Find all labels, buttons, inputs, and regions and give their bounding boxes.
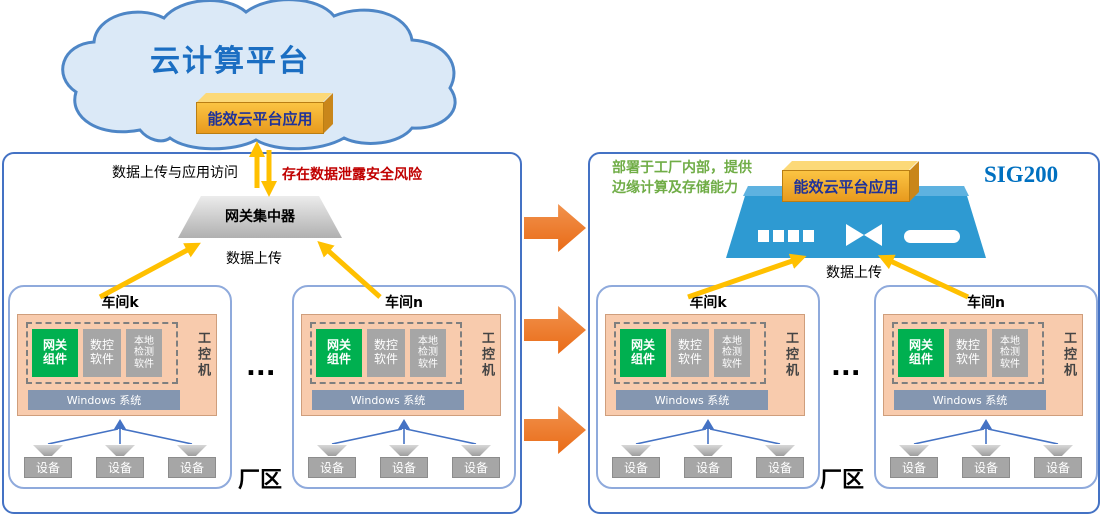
- sig200-model-label: SIG200: [984, 162, 1059, 187]
- cube-side-face: [910, 161, 919, 201]
- device-funnel-icon: [621, 445, 651, 456]
- device-funnel-icon: [389, 445, 419, 456]
- cube-side-face: [324, 93, 333, 133]
- device-box: 设备: [308, 457, 356, 478]
- edge-deployment-note: 部署于工厂内部，提供 边缘计算及存储能力: [612, 158, 752, 199]
- device-box: 设备: [24, 457, 72, 478]
- device-box: 设备: [684, 457, 732, 478]
- windows-os-bar: Windows 系统: [616, 390, 768, 410]
- workshop-card-right-n: 车间n 网关 组件 数控 软件 本地 检测 软件 工控机 Windows 系统 …: [874, 285, 1098, 489]
- industrial-pc-box: 网关 组件 数控 软件 本地 检测 软件 工控机 Windows 系统: [301, 314, 501, 416]
- device-funnel-icon: [33, 445, 63, 456]
- transition-arrow-icon: [524, 204, 586, 252]
- industrial-pc-box: 网关 组件 数控 软件 本地 检测 软件 工控机 Windows 系统: [883, 314, 1083, 416]
- gateway-component-box: 网关 组件: [620, 329, 666, 377]
- industrial-pc-label: 工控机: [783, 331, 798, 379]
- device-funnel-icon: [899, 445, 929, 456]
- windows-os-bar: Windows 系统: [28, 390, 180, 410]
- cloud-app-box: 能效云平台应用: [196, 102, 324, 134]
- workshop-title: 车间k: [101, 295, 139, 311]
- device-funnel-icon: [971, 445, 1001, 456]
- workshop-title: 车间k: [689, 295, 727, 311]
- note-line-2: 边缘计算及存储能力: [612, 180, 738, 197]
- local-detection-software-box: 本地 检测 软件: [126, 329, 162, 377]
- data-upload-label-left: 数据上传: [226, 251, 282, 267]
- edge-app-label: 能效云平台应用: [793, 177, 899, 196]
- security-risk-label: 存在数据泄露安全风险: [282, 167, 422, 183]
- device-funnel-icon: [317, 445, 347, 456]
- windows-os-bar: Windows 系统: [312, 390, 464, 410]
- device-connector-arrows: [47, 419, 193, 444]
- cnc-software-box: 数控 软件: [949, 329, 987, 377]
- transition-arrow-icon: [524, 406, 586, 454]
- device-box: 设备: [380, 457, 428, 478]
- cube-top-face: [783, 161, 918, 170]
- gateway-component-box: 网关 组件: [316, 329, 362, 377]
- cloud-app-label: 能效云平台应用: [207, 109, 313, 128]
- transition-arrow-icon: [524, 306, 586, 354]
- device-box: 设备: [962, 457, 1010, 478]
- device-box: 设备: [890, 457, 938, 478]
- device-funnel-icon: [177, 445, 207, 456]
- workshop-title: 车间n: [967, 295, 1005, 311]
- industrial-pc-box: 网关 组件 数控 软件 本地 检测 软件 工控机 Windows 系统: [17, 314, 217, 416]
- workshops-ellipsis-left: ...: [246, 352, 276, 382]
- device-funnel-icon: [765, 445, 795, 456]
- cube-top-face: [197, 93, 332, 102]
- workshops-ellipsis-right: ...: [831, 352, 861, 382]
- factory-area-label-left: 厂区: [238, 468, 283, 493]
- cnc-software-box: 数控 软件: [671, 329, 709, 377]
- cnc-software-box: 数控 软件: [83, 329, 121, 377]
- edge-app-box: 能效云平台应用: [782, 170, 910, 202]
- industrial-pc-label: 工控机: [195, 331, 210, 379]
- industrial-pc-label: 工控机: [479, 331, 494, 379]
- device-funnel-icon: [693, 445, 723, 456]
- device-funnel-icon: [1043, 445, 1073, 456]
- device-box: 设备: [452, 457, 500, 478]
- device-connector-arrows: [331, 419, 477, 444]
- software-group: 网关 组件 数控 软件 本地 检测 软件: [614, 322, 766, 384]
- industrial-pc-label: 工控机: [1061, 331, 1076, 379]
- industrial-pc-box: 网关 组件 数控 软件 本地 检测 软件 工控机 Windows 系统: [605, 314, 805, 416]
- gateway-concentrator: 网关集中器: [178, 196, 342, 238]
- windows-os-bar: Windows 系统: [894, 390, 1046, 410]
- device-funnel-icon: [461, 445, 491, 456]
- factory-area-label-right: 厂区: [820, 468, 865, 493]
- local-detection-software-box: 本地 检测 软件: [714, 329, 750, 377]
- device-box: 设备: [168, 457, 216, 478]
- device-box: 设备: [612, 457, 660, 478]
- software-group: 网关 组件 数控 软件 本地 检测 软件: [310, 322, 462, 384]
- software-group: 网关 组件 数控 软件 本地 检测 软件: [26, 322, 178, 384]
- workshop-card-right-k: 车间k 网关 组件 数控 软件 本地 检测 软件 工控机 Windows 系统 …: [596, 285, 820, 489]
- software-group: 网关 组件 数控 软件 本地 检测 软件: [892, 322, 1044, 384]
- device-connector-arrows: [913, 419, 1059, 444]
- workshop-title: 车间n: [385, 295, 423, 311]
- device-funnel-icon: [105, 445, 135, 456]
- local-detection-software-box: 本地 检测 软件: [410, 329, 446, 377]
- workshop-card-left-n: 车间n 网关 组件 数控 软件 本地 检测 软件 工控机 Windows 系统 …: [292, 285, 516, 489]
- device-box: 设备: [96, 457, 144, 478]
- device-connector-arrows: [635, 419, 781, 444]
- device-box: 设备: [1034, 457, 1082, 478]
- note-line-1: 部署于工厂内部，提供: [612, 160, 752, 176]
- cloud-platform-title: 云计算平台: [150, 44, 310, 79]
- local-detection-software-box: 本地 检测 软件: [992, 329, 1028, 377]
- gateway-component-box: 网关 组件: [898, 329, 944, 377]
- data-upload-label-right: 数据上传: [826, 265, 882, 281]
- upload-access-label: 数据上传与应用访问: [112, 165, 238, 181]
- workshop-card-left-k: 车间k 网关 组件 数控 软件 本地 检测 软件 工控机 Windows 系统 …: [8, 285, 232, 489]
- device-box: 设备: [756, 457, 804, 478]
- gateway-component-box: 网关 组件: [32, 329, 78, 377]
- cnc-software-box: 数控 软件: [367, 329, 405, 377]
